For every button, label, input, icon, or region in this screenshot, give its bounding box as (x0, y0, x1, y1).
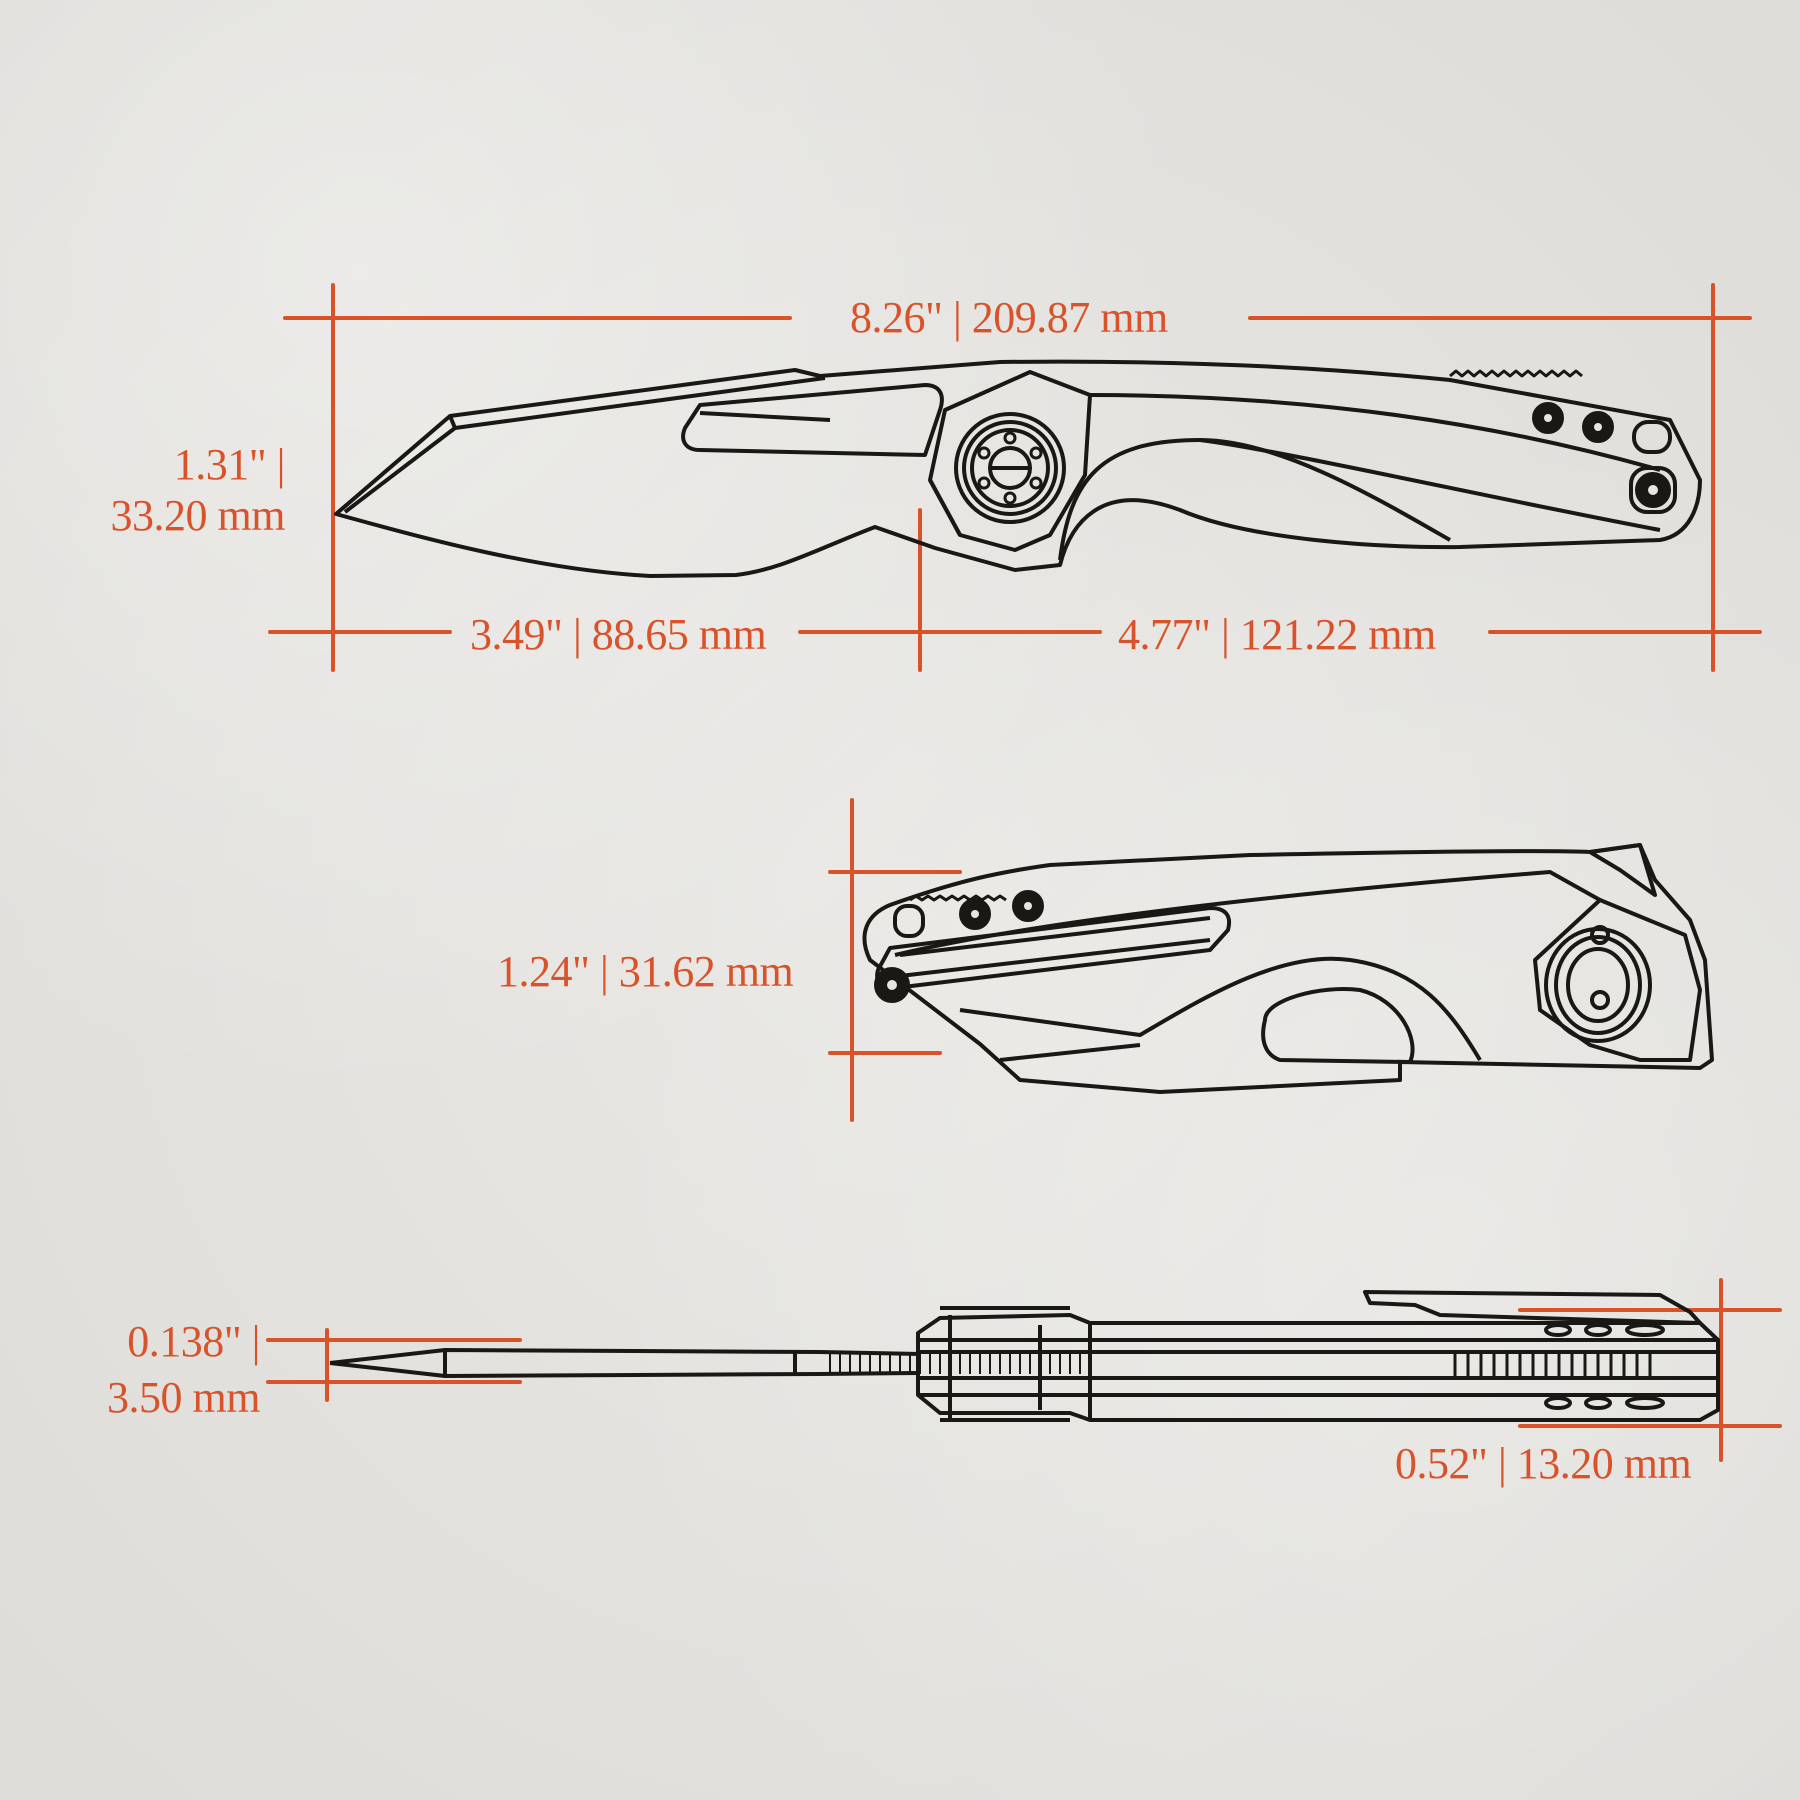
overall-length-label: 8.26" | 209.87 mm (850, 293, 1168, 342)
dimension-lines (266, 283, 1782, 1462)
closed-height-label: 1.24" | 31.62 mm (497, 947, 794, 996)
top-view-drawing (329, 1290, 1720, 1422)
closed-knife-drawing (862, 843, 1714, 1094)
blade-thickness-label-line1: 0.138" | (127, 1317, 260, 1366)
blade-thickness-label-line2: 3.50 mm (107, 1373, 260, 1422)
handle-length-label: 4.77" | 121.22 mm (1118, 610, 1436, 659)
open-knife-drawing (334, 359, 1702, 578)
blade-length-label: 3.49" | 88.65 mm (470, 610, 767, 659)
open-height-label-line2: 33.20 mm (110, 491, 286, 540)
open-height-label-line1: 1.31" | (173, 440, 286, 489)
handle-thickness-label: 0.52" | 13.20 mm (1395, 1439, 1692, 1488)
